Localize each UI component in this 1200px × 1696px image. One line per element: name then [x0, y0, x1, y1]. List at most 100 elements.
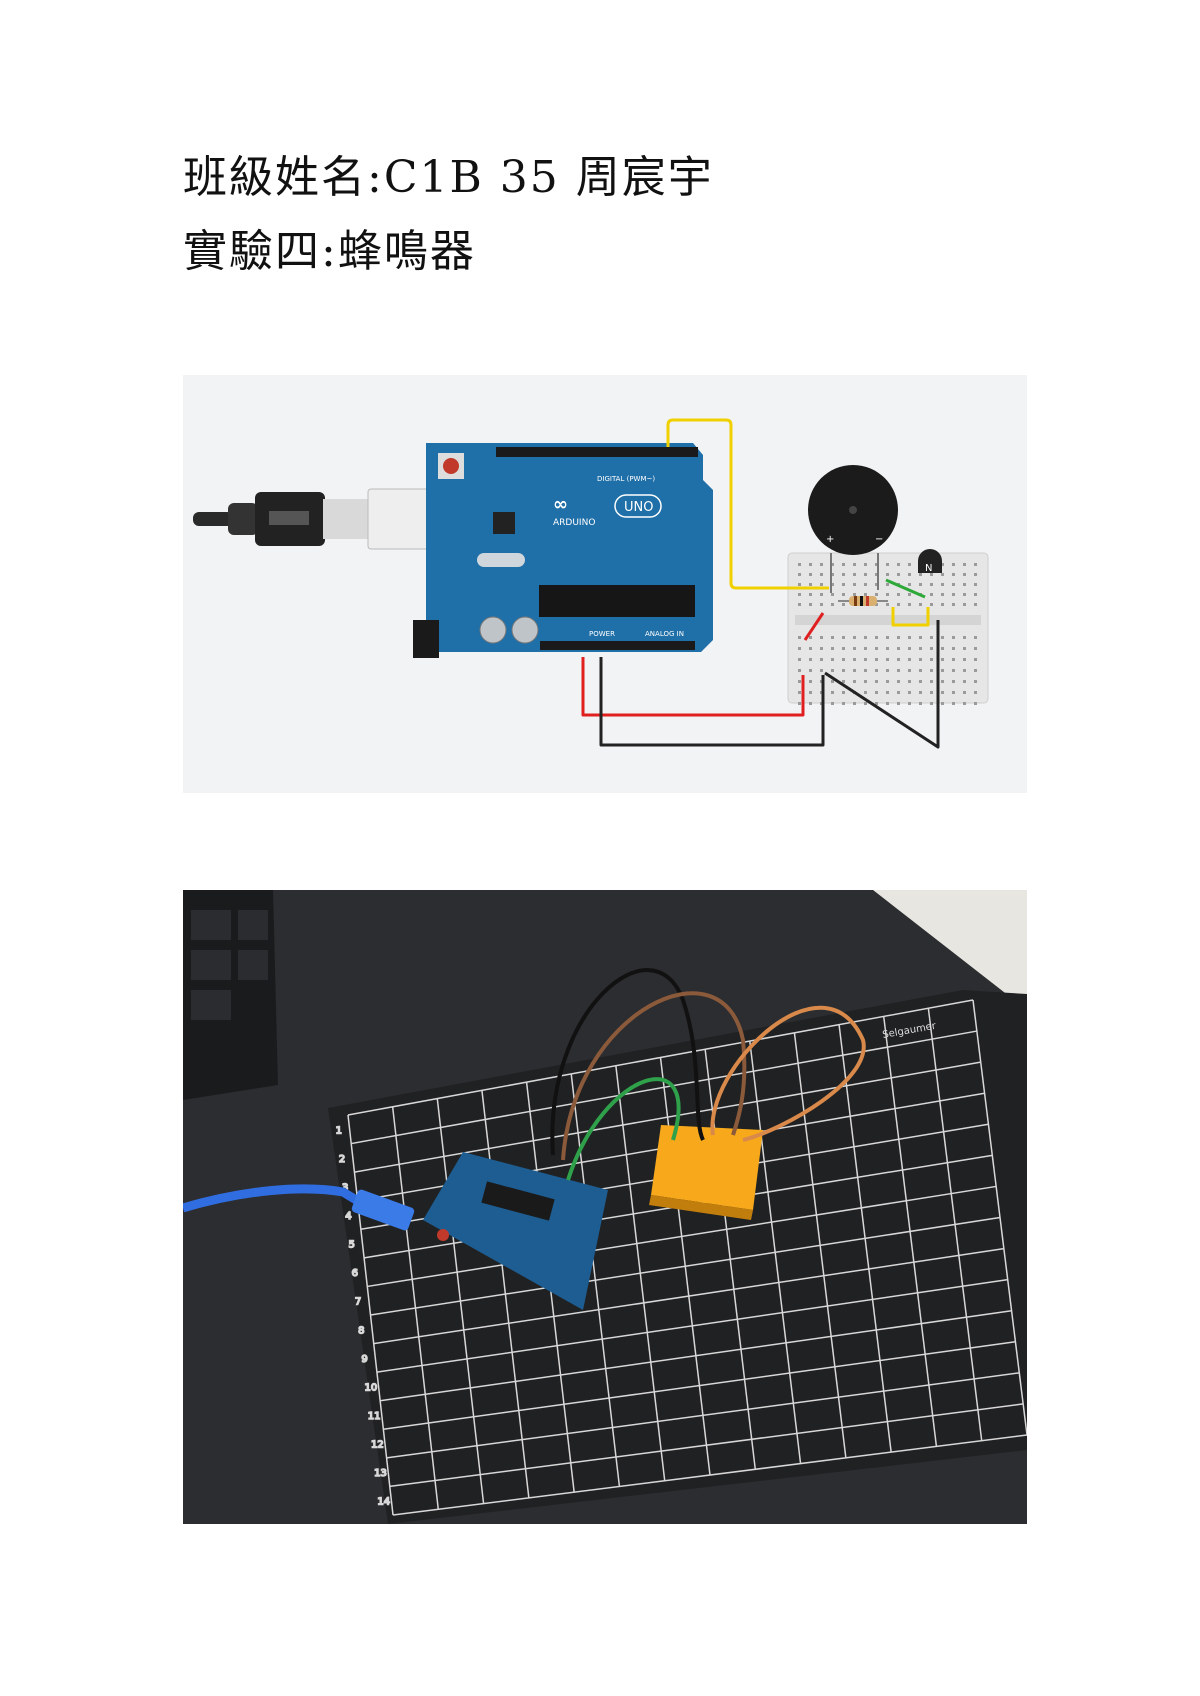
ruler-number: 9 — [361, 1354, 367, 1365]
breadboard-hole — [908, 636, 911, 639]
breadboard-hole — [897, 573, 900, 576]
ruler-number: 3 — [342, 1182, 348, 1193]
breadboard-hole — [930, 647, 933, 650]
breadboard-hole — [919, 680, 922, 683]
mat-grid-line — [386, 1372, 1020, 1459]
breadboard-hole — [842, 647, 845, 650]
breadboard-hole — [974, 680, 977, 683]
breadboard-hole — [919, 647, 922, 650]
breadboard-hole — [908, 593, 911, 596]
experiment-title: 實驗四:蜂鳴器 — [183, 226, 476, 277]
breadboard-hole — [908, 658, 911, 661]
arduino-board: ∞ ARDUINO UNO DIGITAL (PWM~) POWER ANALO… — [413, 443, 713, 658]
breadboard-hole — [831, 603, 834, 606]
npn-transistor: N — [918, 549, 942, 574]
breadboard-hole — [963, 563, 966, 566]
breadboard-hole — [798, 647, 801, 650]
breadboard-hole — [842, 669, 845, 672]
breadboard-hole — [963, 603, 966, 606]
breadboard-hole — [941, 603, 944, 606]
breadboard-hole — [875, 691, 878, 694]
board-model-label: UNO — [624, 500, 653, 515]
breadboard-hole — [831, 583, 834, 586]
photo-wires — [550, 968, 866, 1181]
student-info-heading: 班級姓名:C1B 35 周宸宇 — [183, 152, 714, 203]
breadboard-hole — [820, 658, 823, 661]
breadboard-hole — [919, 702, 922, 705]
wire-red-jumper — [803, 612, 825, 641]
breadboard-hole — [820, 593, 823, 596]
breadboard-hole — [941, 636, 944, 639]
breadboard-hole — [842, 691, 845, 694]
breadboard-hole — [897, 563, 900, 566]
breadboard-hole — [897, 603, 900, 606]
transistor-label: N — [925, 563, 932, 574]
breadboard-hole — [831, 573, 834, 576]
breadboard-hole — [908, 669, 911, 672]
breadboard-hole — [875, 636, 878, 639]
breadboard-hole — [820, 669, 823, 672]
ruler-number: 5 — [348, 1240, 354, 1251]
breadboard-hole — [974, 583, 977, 586]
breadboard-hole — [930, 636, 933, 639]
breadboard-hole — [963, 669, 966, 672]
breadboard-hole — [974, 647, 977, 650]
wire-yellow-signal — [666, 418, 829, 590]
keyboard — [183, 890, 278, 1100]
breadboard-hole — [952, 593, 955, 596]
breadboard-hole — [886, 593, 889, 596]
breadboard-hole — [831, 680, 834, 683]
breadboard-hole — [875, 680, 878, 683]
breadboard-hole — [941, 680, 944, 683]
breadboard-hole — [831, 593, 834, 596]
breadboard-hole — [908, 691, 911, 694]
breadboard-hole — [908, 563, 911, 566]
breadboard-hole — [886, 603, 889, 606]
power-pins-label: POWER — [589, 630, 615, 638]
breadboard-hole — [886, 702, 889, 705]
breadboard-hole — [875, 603, 878, 606]
breadboard-hole — [864, 680, 867, 683]
breadboard-hole — [798, 593, 801, 596]
breadboard-hole — [952, 647, 955, 650]
breadboard-hole — [897, 658, 900, 661]
breadboard-hole — [941, 658, 944, 661]
breadboard-hole — [941, 691, 944, 694]
breadboard-hole — [952, 573, 955, 576]
mat-grid-line — [392, 1434, 1027, 1516]
breadboard-hole — [820, 636, 823, 639]
breadboard-hole — [919, 583, 922, 586]
breadboard-hole — [864, 647, 867, 650]
usb-cable — [193, 488, 447, 550]
breadboard-hole — [831, 669, 834, 672]
board-brand-label: ARDUINO — [553, 518, 595, 528]
breadboard-hole — [941, 593, 944, 596]
breadboard-hole — [875, 563, 878, 566]
breadboard-hole — [842, 636, 845, 639]
breadboard-hole — [908, 603, 911, 606]
breadboard-hole — [809, 603, 812, 606]
breadboard-hole — [952, 603, 955, 606]
breadboard-hole — [974, 691, 977, 694]
breadboard-hole — [809, 647, 812, 650]
breadboard-hole — [842, 603, 845, 606]
resistor — [838, 596, 888, 606]
breadboard-hole — [842, 583, 845, 586]
breadboard-hole — [952, 583, 955, 586]
mat-grid-line — [370, 1216, 1001, 1316]
breadboard-hole — [820, 603, 823, 606]
breadboard-hole — [919, 636, 922, 639]
breadboard-hole — [853, 583, 856, 586]
breadboard-hole — [930, 593, 933, 596]
breadboard-hole — [798, 702, 801, 705]
breadboard-hole — [908, 702, 911, 705]
breadboard-hole — [963, 636, 966, 639]
breadboard-hole — [908, 573, 911, 576]
breadboard-hole — [875, 702, 878, 705]
breadboard-hole — [941, 573, 944, 576]
breadboard-hole — [930, 702, 933, 705]
mat-grid-line — [367, 1185, 997, 1288]
breadboard-hole — [853, 658, 856, 661]
breadboard-hole — [930, 669, 933, 672]
